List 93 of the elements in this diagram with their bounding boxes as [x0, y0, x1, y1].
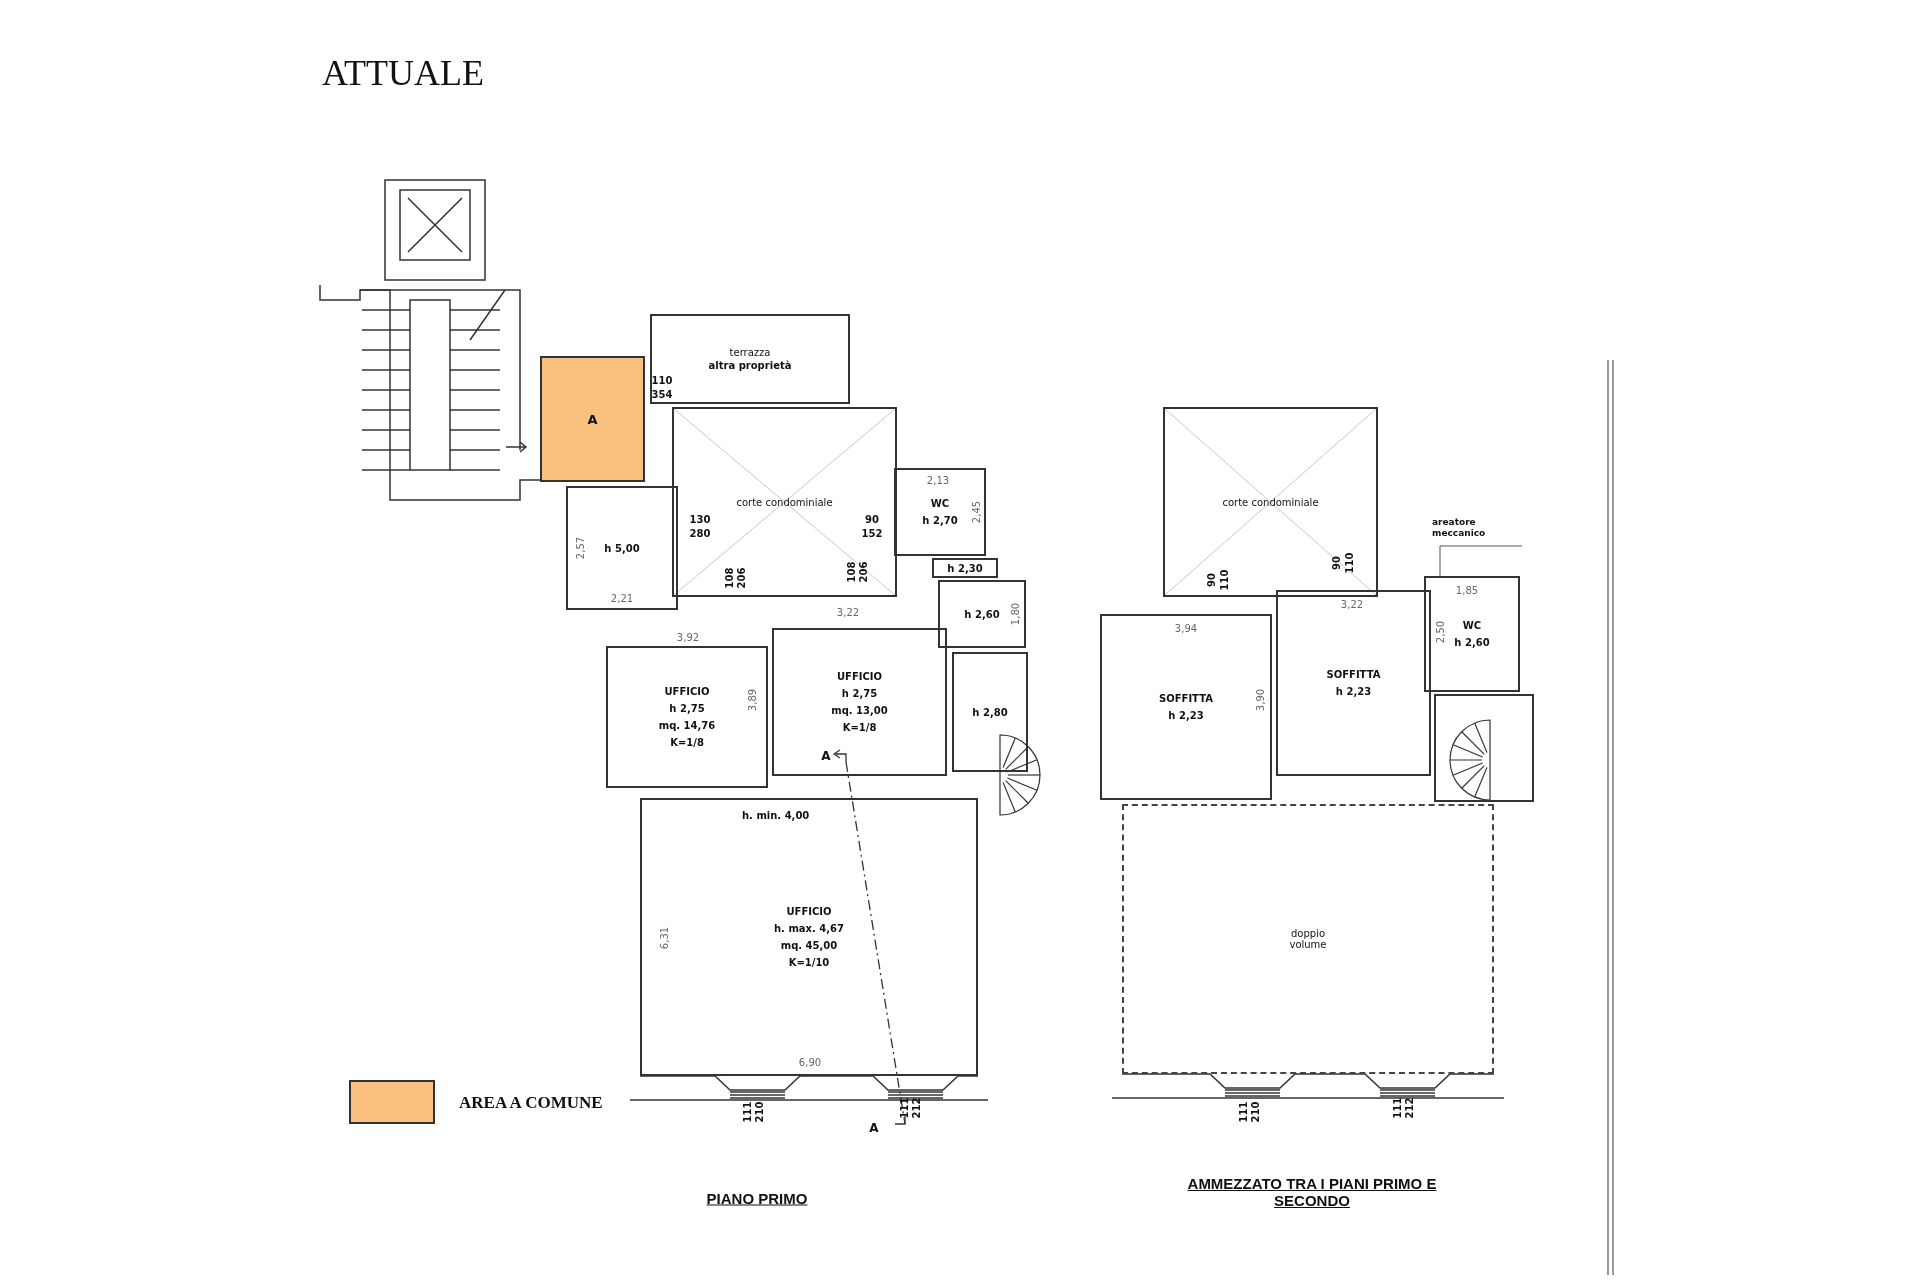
room-outline: [1276, 590, 1431, 776]
opening-dimension: 206: [737, 567, 747, 589]
dimension-value: 2,50: [1434, 620, 1446, 644]
room-label: h. min. 4,00: [742, 810, 810, 821]
room-label: corte condominiale: [736, 496, 833, 508]
opening-dimension: 111: [1393, 1097, 1403, 1119]
room-label: UFFICIO: [664, 686, 710, 697]
room-label: h 2,60: [964, 608, 1000, 620]
room-label: h 2,60: [1454, 637, 1490, 648]
dimension-value: 6,31: [658, 926, 670, 950]
opening-dimension: 212: [1405, 1097, 1415, 1119]
section-mark: A: [869, 1121, 879, 1135]
room-label: corte condominiale: [1222, 496, 1319, 508]
dimension-value: 2,45: [970, 500, 982, 524]
dimension-value: 3,94: [1174, 622, 1198, 634]
opening-dimension: 111: [1239, 1101, 1249, 1123]
leader-line: [1439, 545, 1523, 577]
room-label: h 5,00: [604, 542, 640, 554]
legend-label: AREA A COMUNE: [459, 1093, 603, 1113]
opening-dimension: 210: [1251, 1101, 1261, 1123]
opening-dimension: 108: [725, 567, 735, 589]
room-outline: [1434, 694, 1534, 802]
room-label: K=1/10: [788, 957, 830, 968]
room-label: WC: [1462, 620, 1482, 631]
room-outline: [932, 558, 998, 578]
opening-dimension: 212: [912, 1097, 922, 1119]
opening-dimension: 210: [755, 1101, 765, 1123]
dimension-value: 2,57: [574, 536, 586, 560]
room-outline: [894, 468, 986, 556]
room-label: doppio volume: [1288, 928, 1328, 950]
courtyard-outline: [672, 407, 897, 597]
courtyard-outline: [1163, 407, 1378, 597]
room-outline: [772, 628, 947, 776]
shared-area: [540, 356, 645, 482]
dimension-value: 3,22: [836, 606, 860, 618]
room-label: areatore meccanico: [1432, 517, 1487, 539]
dimension-value: 3,89: [746, 688, 758, 712]
room-label: SOFFITTA: [1159, 693, 1213, 704]
plan-caption: PIANO PRIMO: [705, 1189, 809, 1207]
dimension-value: 3,22: [1340, 598, 1364, 610]
room-outline: [1100, 614, 1272, 800]
room-label: h. max. 4,67: [774, 923, 844, 934]
plan-title: ATTUALE: [322, 52, 484, 94]
dimension-value: 2,13: [926, 474, 950, 486]
dimension-value: 2,21: [610, 592, 634, 604]
opening-dimension: 108: [847, 561, 857, 583]
room-outline: [566, 486, 678, 610]
opening-dimension: 111: [900, 1097, 910, 1119]
opening-dimension: 110: [1220, 569, 1230, 591]
section-mark: A: [821, 749, 831, 763]
opening-dimension: 110: [1345, 552, 1355, 574]
opening-dimension: 152: [861, 529, 883, 539]
opening-dimension: 90: [1207, 573, 1217, 587]
room-outline: [650, 314, 850, 404]
opening-dimension: 280: [689, 529, 711, 539]
plan-caption: AMMEZZATO TRA I PIANI PRIMO E SECONDO: [1186, 1175, 1438, 1209]
room-label: h 2,80: [972, 706, 1008, 718]
room-label: h 2,70: [922, 515, 958, 526]
dimension-value: 1,80: [1009, 602, 1021, 626]
room-label: SOFFITTA: [1326, 669, 1381, 680]
room-label: mq. 14,76: [658, 720, 716, 731]
room-outline: [938, 580, 1026, 648]
room-outline: [640, 798, 978, 1076]
room-label: UFFICIO: [836, 671, 883, 682]
room-label: WC: [930, 498, 950, 509]
opening-dimension: 354: [651, 390, 673, 400]
room-label: altra proprietà: [708, 360, 792, 371]
double-height-void: [1122, 804, 1494, 1074]
room-outline: [606, 646, 768, 788]
room-label: h 2,23: [1335, 686, 1372, 697]
room-label: h 2,75: [669, 703, 705, 714]
room-label: h 2,23: [1168, 710, 1204, 721]
room-outline: [952, 652, 1028, 772]
room-label: K=1/8: [842, 722, 877, 733]
opening-dimension: 206: [859, 561, 869, 583]
room-label: h 2,30: [947, 562, 983, 574]
room-label: terrazza: [729, 347, 771, 358]
room-label: UFFICIO: [786, 906, 832, 917]
opening-dimension: 130: [689, 515, 711, 525]
room-outline: [1424, 576, 1520, 692]
opening-dimension: 110: [651, 376, 673, 386]
dimension-value: 1,85: [1455, 584, 1479, 596]
room-label: mq. 45,00: [780, 940, 838, 951]
opening-dimension: 90: [1332, 556, 1342, 570]
room-label: K=1/8: [670, 737, 704, 748]
room-label: mq. 13,00: [831, 705, 888, 716]
dimension-value: 3,92: [676, 631, 700, 643]
room-label: A: [587, 411, 598, 427]
dimension-value: 6,90: [798, 1056, 822, 1068]
opening-dimension: 111: [743, 1101, 753, 1123]
room-label: h 2,75: [841, 688, 878, 699]
dimension-value: 3,90: [1254, 688, 1266, 712]
opening-dimension: 90: [865, 515, 879, 525]
